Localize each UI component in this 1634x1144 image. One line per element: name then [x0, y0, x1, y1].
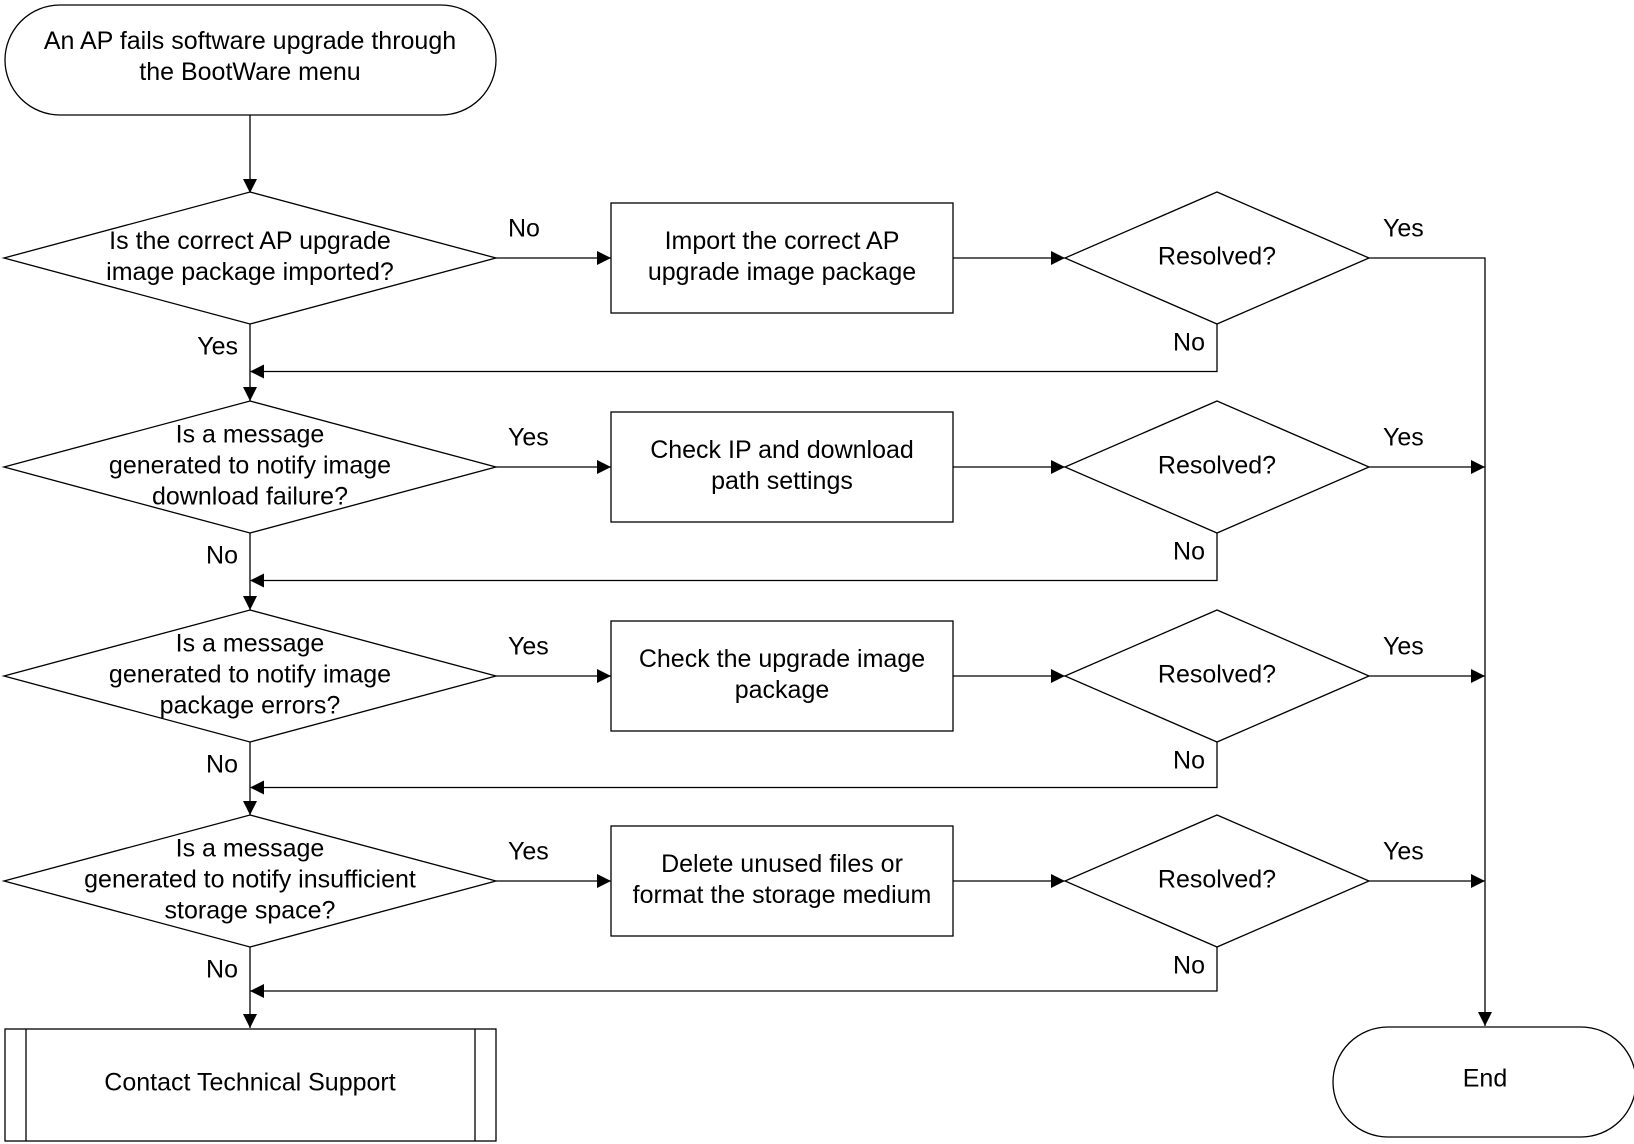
end-text: End	[1463, 1065, 1507, 1093]
arrowhead-no-3	[250, 780, 264, 795]
resolved-diamond-1	[1063, 191, 1371, 325]
decision-diamond-4	[1, 814, 499, 948]
decision-3-text-line-2: generated to notify image	[109, 661, 391, 689]
decision-2-text-line-3: download failure?	[152, 483, 348, 511]
decision-2-text-line-2: generated to notify image	[109, 452, 391, 480]
action-box-4	[610, 825, 954, 937]
decision-1-next-label: Yes	[197, 333, 238, 361]
action-4-text-line-2: format the storage medium	[633, 881, 932, 909]
arrowhead-resolved-2	[1051, 460, 1065, 474]
arrowhead-yes-2	[1471, 460, 1485, 474]
action-1-text-line-1: Import the correct AP	[665, 227, 900, 255]
action-box-2	[610, 411, 954, 523]
decision-1-text-line-1: Is the correct AP upgrade	[109, 227, 391, 255]
resolved-4-no-back	[250, 947, 1218, 992]
arrowhead-start	[243, 179, 257, 193]
arrowhead-yes-4	[1471, 874, 1485, 888]
action-box-3	[610, 620, 954, 732]
arrowhead-resolved-3	[1051, 669, 1065, 683]
arrowhead-next-1	[243, 387, 257, 401]
arrowhead-action-1	[597, 251, 611, 265]
resolved-1-no-label: No	[1173, 329, 1205, 357]
decision-diamond-3	[1, 609, 499, 743]
decision-diamond-2	[1, 400, 499, 534]
resolved-3-no-label: No	[1173, 747, 1205, 775]
arrowhead-no-1	[250, 364, 264, 379]
arrowhead-resolved-4	[1051, 874, 1065, 888]
action-4-text-line-1: Delete unused files or	[661, 850, 903, 878]
resolved-1-no-back	[250, 324, 1218, 373]
decision-1-branch-label: No	[508, 215, 540, 243]
decision-1-text-line-2: image package imported?	[106, 258, 394, 286]
decision-4-text-line-2: generated to notify insufficient	[84, 866, 416, 894]
resolved-3-yes-label: Yes	[1383, 633, 1424, 661]
resolved-1-text: Resolved?	[1158, 243, 1276, 271]
decision-diamond-1	[1, 191, 499, 325]
action-box-1	[610, 202, 954, 314]
resolved-1-yes-to-end	[1369, 257, 1486, 1026]
resolved-4-no-label: No	[1173, 952, 1205, 980]
contact-support-text: Contact Technical Support	[104, 1069, 395, 1097]
decision-3-text-line-3: package errors?	[160, 692, 341, 720]
resolved-diamond-2	[1063, 400, 1371, 534]
start-text-line-1: An AP fails software upgrade through	[44, 27, 456, 55]
resolved-2-no-back	[250, 533, 1218, 582]
resolved-2-no-label: No	[1173, 538, 1205, 566]
arrowhead-next-3	[243, 801, 257, 815]
start-text-line-2: the BootWare menu	[139, 58, 360, 86]
resolved-2-yes-label: Yes	[1383, 424, 1424, 452]
end-terminator: End	[1332, 1026, 1634, 1138]
action-2-text-line-1: Check IP and download	[650, 436, 914, 464]
action-3-text-line-2: package	[735, 676, 830, 704]
decision-4-text-line-1: Is a message	[176, 835, 325, 863]
check-row-1: Is the correct AP upgrade image package i…	[1, 191, 1371, 325]
resolved-3-text: Resolved?	[1158, 661, 1276, 689]
arrowhead-action-4	[597, 874, 611, 888]
decision-3-text-line-1: Is a message	[176, 630, 325, 658]
contact-support-shape	[4, 1028, 497, 1142]
resolved-diamond-4	[1063, 814, 1371, 948]
arrowhead-yes-3	[1471, 669, 1485, 683]
decision-3-next-label: No	[206, 751, 238, 779]
decision-2-text-line-1: Is a message	[176, 421, 325, 449]
resolved-4-yes-label: Yes	[1383, 838, 1424, 866]
check-row-4: Is a message generated to notify insuffic…	[1, 814, 1371, 948]
end-terminator-shape	[1332, 1026, 1634, 1138]
start-terminator-shape	[4, 4, 497, 116]
decision-3-branch-label: Yes	[508, 633, 549, 661]
arrowhead-next-4	[243, 1014, 257, 1028]
contact-support-box: Contact Technical Support	[4, 1028, 497, 1142]
resolved-3-no-back	[250, 742, 1218, 789]
decision-2-next-label: No	[206, 542, 238, 570]
nodes: An AP fails software upgrade through the …	[1, 4, 1634, 1142]
arrowhead-resolved-1	[1051, 251, 1065, 265]
action-1-text-line-2: upgrade image package	[648, 258, 916, 286]
resolved-4-text: Resolved?	[1158, 866, 1276, 894]
arrowhead-next-2	[243, 596, 257, 610]
action-3-text-line-1: Check the upgrade image	[639, 645, 925, 673]
check-row-3: Is a message generated to notify image pac…	[1, 609, 1371, 743]
decision-4-text-line-3: storage space?	[165, 897, 336, 925]
arrowhead-no-2	[250, 573, 264, 588]
check-row-2: Is a message generated to notify image dow…	[1, 400, 1371, 534]
arrowhead-action-2	[597, 460, 611, 474]
resolved-1-yes-label: Yes	[1383, 215, 1424, 243]
arrowhead-end	[1478, 1012, 1492, 1026]
decision-4-branch-label: Yes	[508, 838, 549, 866]
decision-2-branch-label: Yes	[508, 424, 549, 452]
decision-4-next-label: No	[206, 956, 238, 984]
start-terminator: An AP fails software upgrade through the …	[4, 4, 497, 116]
arrowhead-no-4	[250, 984, 264, 998]
arrowhead-action-3	[597, 669, 611, 683]
resolved-2-text: Resolved?	[1158, 452, 1276, 480]
resolved-diamond-3	[1063, 609, 1371, 743]
action-2-text-line-2: path settings	[711, 467, 853, 495]
